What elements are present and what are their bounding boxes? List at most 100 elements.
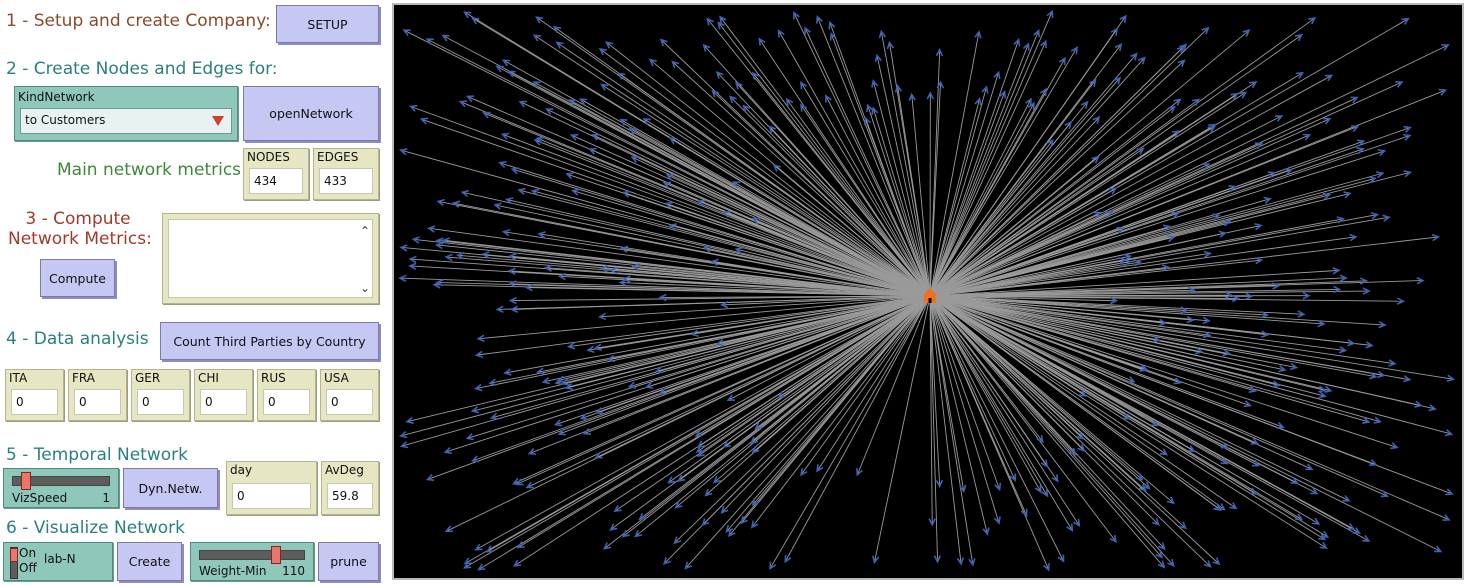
network-node[interactable] (1350, 95, 1359, 104)
network-node[interactable] (715, 339, 725, 347)
network-node[interactable] (1201, 26, 1210, 35)
network-node[interactable] (1276, 421, 1285, 430)
scroll-down-icon[interactable]: ⌄ (359, 281, 370, 295)
network-node[interactable] (1123, 259, 1132, 267)
network-node[interactable] (1356, 138, 1366, 147)
network-node[interactable] (1173, 377, 1182, 386)
network-node[interactable] (1368, 175, 1377, 184)
network-node[interactable] (1373, 416, 1382, 424)
network-node[interactable] (999, 90, 1008, 99)
network-node[interactable] (470, 455, 480, 464)
network-node[interactable] (488, 378, 497, 386)
network-node[interactable] (1171, 210, 1181, 219)
network-node[interactable] (728, 95, 737, 104)
network-node[interactable] (720, 300, 729, 309)
network-node[interactable] (586, 345, 595, 354)
count-third-parties-button[interactable]: Count Third Parties by Country (160, 322, 379, 360)
network-node[interactable] (1009, 473, 1018, 482)
network-node[interactable] (1369, 459, 1378, 468)
network-node[interactable] (1040, 459, 1049, 468)
network-node[interactable] (582, 428, 591, 437)
network-node[interactable] (1351, 124, 1360, 132)
network-node[interactable] (512, 559, 522, 568)
network-node[interactable] (630, 154, 639, 163)
network-node[interactable] (1138, 56, 1146, 65)
open-network-button[interactable]: openNetwork (243, 86, 379, 141)
network-node[interactable] (545, 106, 554, 115)
network-node[interactable] (644, 381, 654, 390)
network-node[interactable] (1036, 434, 1045, 444)
network-node[interactable] (622, 190, 631, 198)
network-node[interactable] (1186, 315, 1195, 324)
network-node[interactable] (739, 516, 748, 525)
network-node[interactable] (1113, 76, 1122, 85)
network-node[interactable] (507, 69, 516, 78)
network-node[interactable] (485, 545, 495, 554)
network-node[interactable] (405, 416, 414, 424)
network-node[interactable] (767, 125, 777, 134)
network-node[interactable] (1403, 133, 1412, 141)
network-node[interactable] (1312, 517, 1321, 526)
network-node[interactable] (798, 81, 808, 90)
network-node[interactable] (1110, 27, 1119, 36)
network-node[interactable] (956, 557, 965, 566)
network-node[interactable] (815, 464, 824, 473)
network-node[interactable] (695, 445, 704, 454)
network-node[interactable] (1051, 474, 1060, 483)
network-node[interactable] (505, 197, 514, 205)
network-node[interactable] (560, 378, 570, 386)
dropdown-triangle-icon[interactable] (212, 116, 224, 126)
network-node[interactable] (1375, 170, 1385, 179)
network-node[interactable] (926, 91, 935, 100)
network-node[interactable] (638, 512, 647, 521)
network-node[interactable] (1390, 442, 1399, 451)
network-node[interactable] (1108, 186, 1118, 195)
network-node[interactable] (981, 85, 989, 94)
network-node[interactable] (606, 354, 616, 363)
network-node[interactable] (465, 433, 475, 441)
slider-track[interactable] (12, 476, 110, 486)
network-node[interactable] (609, 523, 618, 532)
network-node[interactable] (408, 262, 417, 271)
network-node[interactable] (597, 312, 607, 321)
network-node[interactable] (593, 343, 602, 352)
network-node[interactable] (425, 474, 435, 483)
network-node[interactable] (751, 71, 760, 80)
network-node[interactable] (1202, 316, 1211, 325)
network-node[interactable] (1213, 503, 1222, 512)
network-node[interactable] (566, 342, 576, 350)
network-node[interactable] (411, 236, 420, 244)
network-node[interactable] (750, 520, 759, 529)
network-node[interactable] (1349, 233, 1358, 242)
network-node[interactable] (1403, 375, 1412, 383)
network-node[interactable] (594, 407, 604, 416)
network-node[interactable] (1041, 489, 1050, 498)
network-node[interactable] (1347, 339, 1356, 347)
network-node[interactable] (501, 58, 511, 67)
network-node[interactable] (1378, 320, 1387, 329)
network-node[interactable] (798, 103, 808, 112)
network-node[interactable] (555, 40, 564, 49)
network-node[interactable] (1207, 124, 1216, 133)
network-node[interactable] (557, 428, 566, 437)
network-node[interactable] (670, 59, 680, 69)
network-node[interactable] (1173, 97, 1182, 106)
network-node[interactable] (1254, 256, 1264, 265)
network-node[interactable] (1109, 296, 1119, 305)
network-node[interactable] (784, 97, 794, 107)
network-node[interactable] (1382, 214, 1391, 222)
network-node[interactable] (474, 543, 483, 552)
network-node[interactable] (508, 253, 517, 261)
network-node[interactable] (720, 505, 729, 514)
network-node[interactable] (674, 501, 683, 509)
network-node[interactable] (1444, 429, 1454, 437)
network-node[interactable] (398, 274, 407, 283)
network-node[interactable] (662, 180, 672, 189)
network-node[interactable] (1254, 141, 1264, 150)
network-node[interactable] (619, 117, 628, 126)
network-node[interactable] (1057, 554, 1066, 563)
network-node[interactable] (1428, 404, 1437, 412)
network-node[interactable] (1254, 223, 1263, 231)
company-hub-icon[interactable] (923, 288, 937, 303)
network-node[interactable] (1203, 560, 1212, 568)
